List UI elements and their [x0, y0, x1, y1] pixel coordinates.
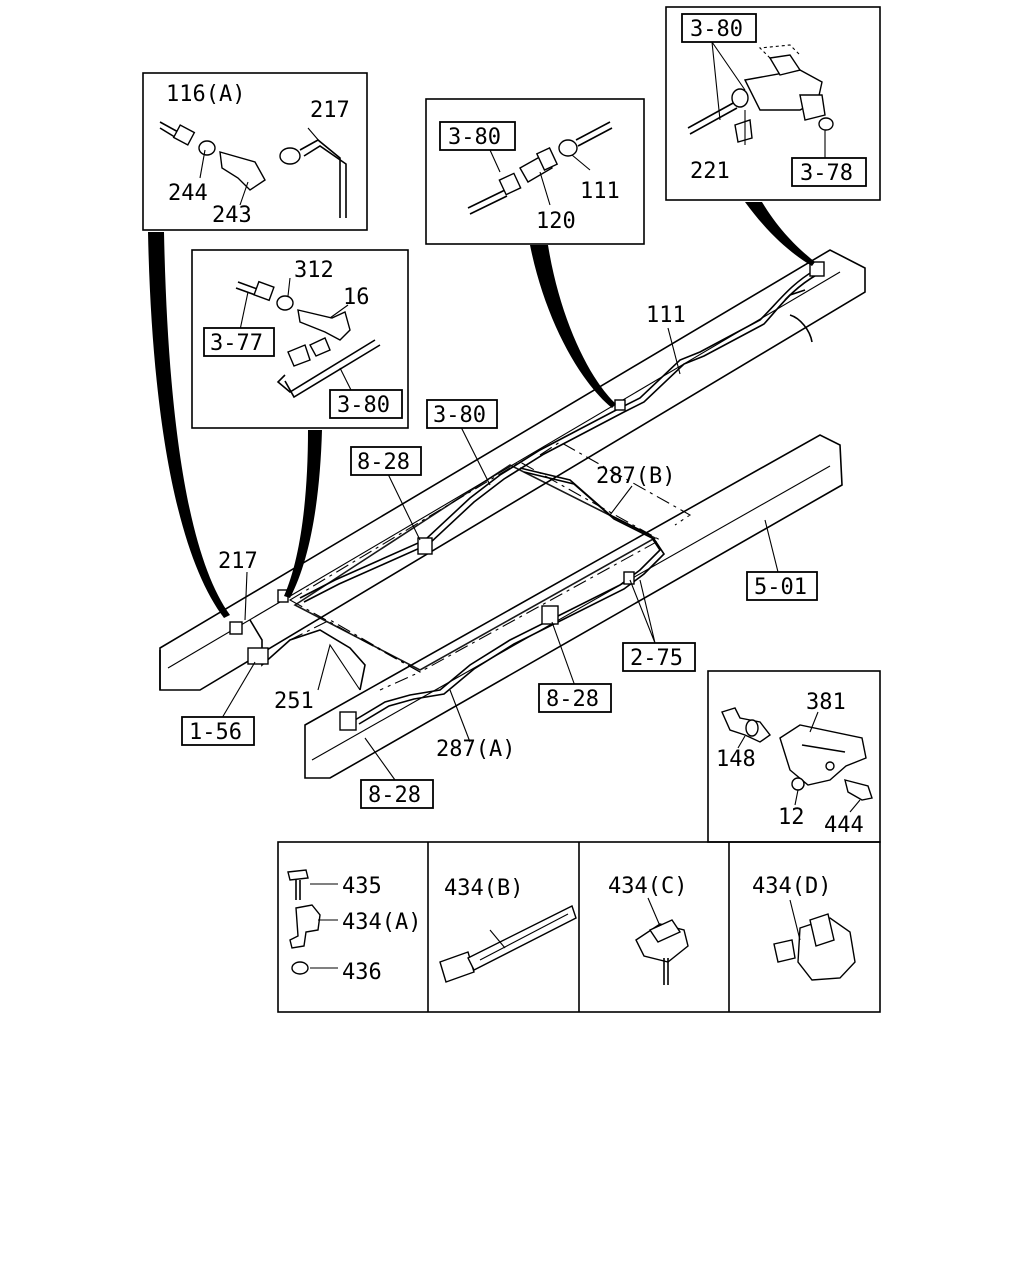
brake-pipes [249, 269, 819, 725]
clip-434b-cell: 434(B) [439, 876, 577, 983]
label-217: 217 [218, 549, 258, 574]
leader-curve-312 [284, 430, 322, 598]
inset-381: 381 148 12 444 [707, 670, 881, 843]
ref-box-8-28-a [350, 446, 422, 476]
ref-3-77: 3-77 [210, 331, 263, 356]
ref-box-3-78 [791, 157, 867, 187]
ref-box-3-77 [203, 327, 275, 357]
ref-box-3-80-inset120 [439, 121, 516, 151]
label-251: 251 [274, 689, 314, 714]
ref-box-1-56 [181, 716, 255, 746]
clip-434a-cell: 435 434(A) 436 [287, 869, 421, 985]
label-444: 444 [824, 813, 864, 838]
label-111-inset: 111 [580, 179, 620, 204]
ref-box-8-28-c [360, 779, 434, 809]
leader-curve-116 [148, 232, 230, 618]
ref-box-2-75 [622, 642, 696, 672]
main-labels: 111 3-80 8-28 287(B) 5-01 217 2-75 251 8… [181, 303, 818, 809]
label-16: 16 [343, 285, 370, 310]
ref-3-80-main: 3-80 [433, 403, 486, 428]
label-434a: 434(A) [342, 910, 421, 935]
leader-curve-221 [745, 202, 815, 266]
ref-8-28-b: 8-28 [546, 687, 599, 712]
label-434d: 434(D) [752, 874, 831, 899]
label-221: 221 [690, 159, 730, 184]
frame-fittings [229, 261, 825, 731]
label-312: 312 [294, 258, 334, 283]
ref-box-5-01 [746, 571, 818, 601]
clip-434c-cell: 434(C) [608, 874, 689, 985]
ref-2-75: 2-75 [630, 646, 683, 671]
label-116a: 116(A) [166, 82, 245, 107]
label-243: 243 [212, 203, 252, 228]
leader-curve-120 [530, 245, 616, 408]
inset-221: 3-80 3-78 221 [665, 6, 881, 201]
label-111: 111 [646, 303, 686, 328]
ref-box-8-28-b [538, 683, 612, 713]
inset-312: 312 16 3-77 3-80 [191, 249, 409, 429]
clip-grid: 435 434(A) 436 434(B) 434(C) 43 [277, 841, 881, 1013]
label-287a: 287(A) [436, 737, 515, 762]
ref-3-78: 3-78 [800, 161, 853, 186]
label-244: 244 [168, 181, 208, 206]
inset-120: 3-80 111 120 [425, 98, 645, 245]
label-12: 12 [778, 805, 805, 830]
label-434c: 434(C) [608, 874, 687, 899]
label-148: 148 [716, 747, 756, 772]
label-435: 435 [342, 874, 382, 899]
ref-3-80-inset221: 3-80 [690, 17, 743, 42]
ref-8-28-a: 8-28 [357, 450, 410, 475]
ref-3-80-inset120: 3-80 [448, 125, 501, 150]
label-287b: 287(B) [596, 464, 675, 489]
ref-box-3-80-inset312 [329, 389, 403, 419]
label-120: 120 [536, 209, 576, 234]
ref-1-56: 1-56 [189, 720, 242, 745]
ref-5-01: 5-01 [754, 575, 807, 600]
ref-box-3-80-main [426, 399, 498, 429]
label-217-inset: 217 [310, 98, 350, 123]
ref-box-3-80-inset221 [681, 13, 757, 43]
label-434b: 434(B) [444, 876, 523, 901]
ref-3-80-inset312: 3-80 [337, 393, 390, 418]
clip-434d-cell: 434(D) [752, 874, 856, 981]
label-381: 381 [806, 690, 846, 715]
ref-8-28-c: 8-28 [368, 783, 421, 808]
label-436: 436 [342, 960, 382, 985]
inset-116: 116(A) 217 244 243 [142, 72, 368, 231]
